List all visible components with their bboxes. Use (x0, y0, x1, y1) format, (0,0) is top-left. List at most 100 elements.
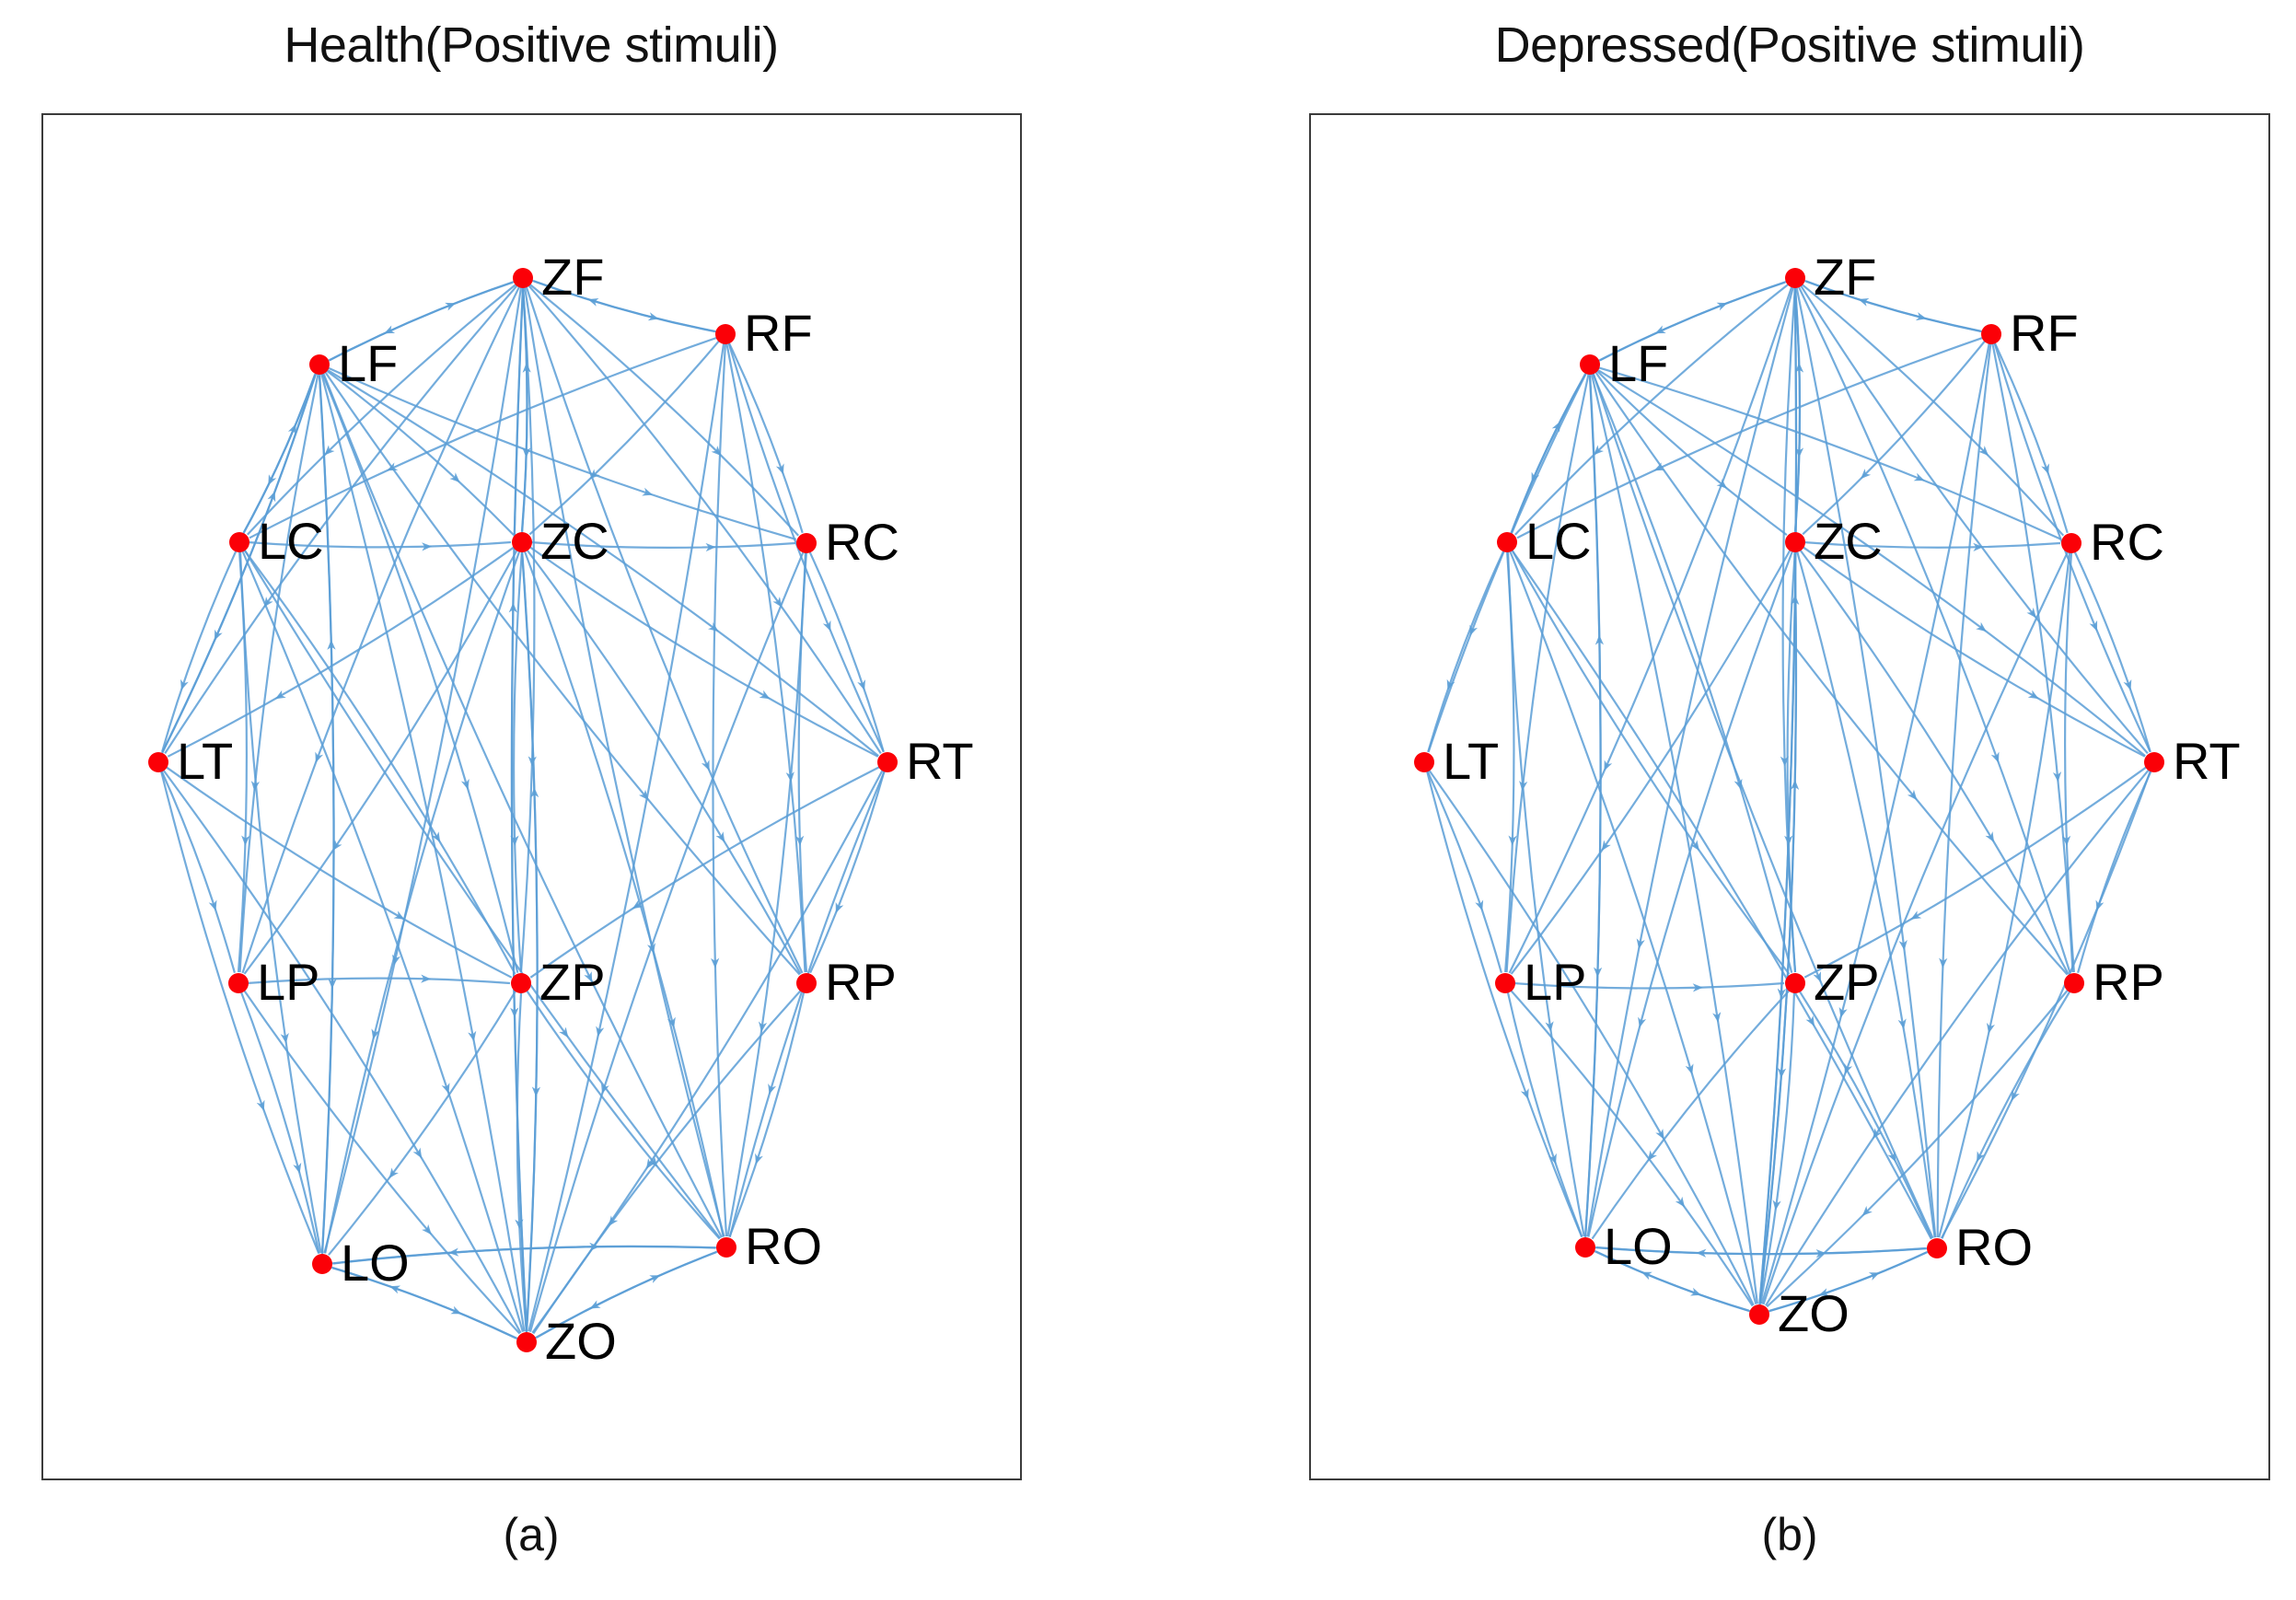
edge-arrowhead (1696, 1248, 1707, 1258)
node-layer: ZF LF RF LC ZC RC LT RT LP ZP RP LO ZO RO (1414, 248, 2241, 1342)
edge-arrowhead (1675, 1196, 1685, 1208)
graph-node-LT[interactable]: LT (1414, 732, 1499, 790)
node-dot-RO[interactable] (1927, 1238, 1947, 1258)
graph-edge (246, 283, 518, 536)
graph-edge (529, 540, 796, 550)
node-dot-RT[interactable] (2144, 752, 2164, 772)
node-dot-LO[interactable] (1575, 1237, 1595, 1258)
graph-node-RP[interactable]: RP (2064, 953, 2164, 1011)
node-dot-LC[interactable] (229, 532, 249, 552)
node-dot-ZO[interactable] (516, 1332, 537, 1352)
edge-arrowhead (1647, 1150, 1657, 1162)
node-dot-RT[interactable] (877, 752, 898, 772)
graph-node-ZP[interactable]: ZP (1785, 953, 1880, 1011)
edge-arrowhead (1446, 678, 1455, 690)
edge-arrowhead (1777, 988, 1786, 999)
graph-node-LP[interactable]: LP (1495, 953, 1587, 1011)
panel-b-caption: (b) (1761, 1509, 1818, 1560)
graph-node-RC[interactable]: RC (2061, 513, 2164, 571)
edge-arrowhead (632, 899, 644, 910)
node-dot-ZF[interactable] (513, 268, 533, 288)
graph-edge (1510, 548, 1792, 975)
node-dot-RP[interactable] (796, 973, 817, 993)
graph-edge (528, 545, 879, 758)
node-dot-LF[interactable] (309, 354, 330, 375)
graph-edge (1759, 991, 1796, 1304)
edge-arrowhead (1638, 1016, 1647, 1028)
graph-node-ZO[interactable]: ZO (516, 1312, 617, 1370)
graph-node-RT[interactable]: RT (2144, 732, 2241, 790)
node-dot-RO[interactable] (716, 1237, 736, 1258)
edge-arrowhead (1939, 957, 1948, 968)
graph-node-LC[interactable]: LC (229, 512, 324, 570)
graph-node-ZF[interactable]: ZF (513, 248, 604, 306)
graph-node-LO[interactable]: LO (312, 1234, 410, 1292)
edge-arrowhead (1790, 779, 1800, 790)
edge-arrowhead (2052, 771, 2062, 783)
graph-node-LO[interactable]: LO (1575, 1217, 1673, 1275)
edge-arrowhead (705, 542, 716, 552)
edge-layer (1425, 279, 2152, 1313)
node-dot-LP[interactable] (1495, 973, 1515, 993)
node-dot-ZC[interactable] (512, 532, 532, 552)
graph-node-RF[interactable]: RF (715, 304, 813, 362)
graph-edge (1758, 552, 1797, 1307)
graph-node-RC[interactable]: RC (796, 513, 899, 571)
graph-edge (1508, 550, 1757, 1304)
node-label-RF: RF (2010, 304, 2079, 362)
graph-node-LT[interactable]: LT (148, 732, 233, 790)
node-dot-RC[interactable] (796, 533, 817, 553)
graph-edge (712, 342, 728, 1237)
graph-edge (1425, 770, 1583, 1238)
edge-arrowhead (421, 974, 432, 983)
node-dot-LO[interactable] (312, 1254, 332, 1274)
node-dot-LF[interactable] (1580, 354, 1600, 375)
edge-arrowhead (1791, 594, 1800, 605)
graph-node-ZC[interactable]: ZC (512, 512, 609, 570)
node-dot-RC[interactable] (2061, 533, 2081, 553)
graph-edge (1509, 374, 1586, 536)
graph-edge (1766, 988, 2070, 1308)
graph-edge (167, 545, 516, 758)
node-dot-ZP[interactable] (511, 973, 531, 993)
graph-edge (242, 989, 521, 1335)
graph-node-ZF[interactable]: ZF (1785, 248, 1876, 306)
graph-edge (1991, 342, 2074, 973)
edge-arrowhead (1977, 1151, 1986, 1163)
edge-arrowhead (327, 639, 336, 650)
node-label-RT: RT (2173, 732, 2241, 790)
graph-node-ZO[interactable]: ZO (1749, 1284, 1850, 1342)
graph-node-LP[interactable]: LP (228, 953, 320, 1011)
graph-node-RF[interactable]: RF (1981, 304, 2079, 362)
node-dot-RP[interactable] (2064, 973, 2084, 993)
node-dot-ZO[interactable] (1749, 1304, 1769, 1325)
graph-node-ZC[interactable]: ZC (1785, 512, 1883, 570)
graph-node-RO[interactable]: RO (1927, 1218, 2033, 1276)
edge-arrowhead (1519, 780, 1528, 792)
node-dot-LT[interactable] (1414, 752, 1434, 772)
node-dot-LT[interactable] (148, 752, 168, 772)
edge-arrowhead (835, 901, 844, 913)
edge-arrowhead (645, 1158, 655, 1169)
node-dot-ZP[interactable] (1785, 973, 1805, 993)
node-dot-RF[interactable] (715, 324, 736, 344)
graph-node-ZP[interactable]: ZP (511, 953, 606, 1011)
node-dot-LC[interactable] (1497, 532, 1517, 552)
graph-node-RO[interactable]: RO (716, 1217, 822, 1275)
graph-node-RP[interactable]: RP (796, 953, 897, 1011)
graph-edge (246, 977, 511, 985)
node-dot-LP[interactable] (228, 973, 249, 993)
edge-arrowhead (772, 597, 783, 608)
edge-arrowhead (1794, 447, 1804, 458)
graph-node-LF[interactable]: LF (309, 334, 398, 392)
node-dot-ZC[interactable] (1785, 532, 1805, 552)
graph-node-LF[interactable]: LF (1580, 334, 1668, 392)
graph-node-RT[interactable]: RT (877, 732, 974, 790)
node-label-ZC: ZC (1814, 512, 1883, 570)
node-dot-ZF[interactable] (1785, 268, 1805, 288)
edge-arrowhead (1520, 1088, 1529, 1100)
node-dot-RF[interactable] (1981, 324, 2001, 344)
graph-edge (239, 991, 320, 1254)
graph-node-LC[interactable]: LC (1497, 512, 1592, 570)
edge-arrowhead (1531, 471, 1540, 483)
